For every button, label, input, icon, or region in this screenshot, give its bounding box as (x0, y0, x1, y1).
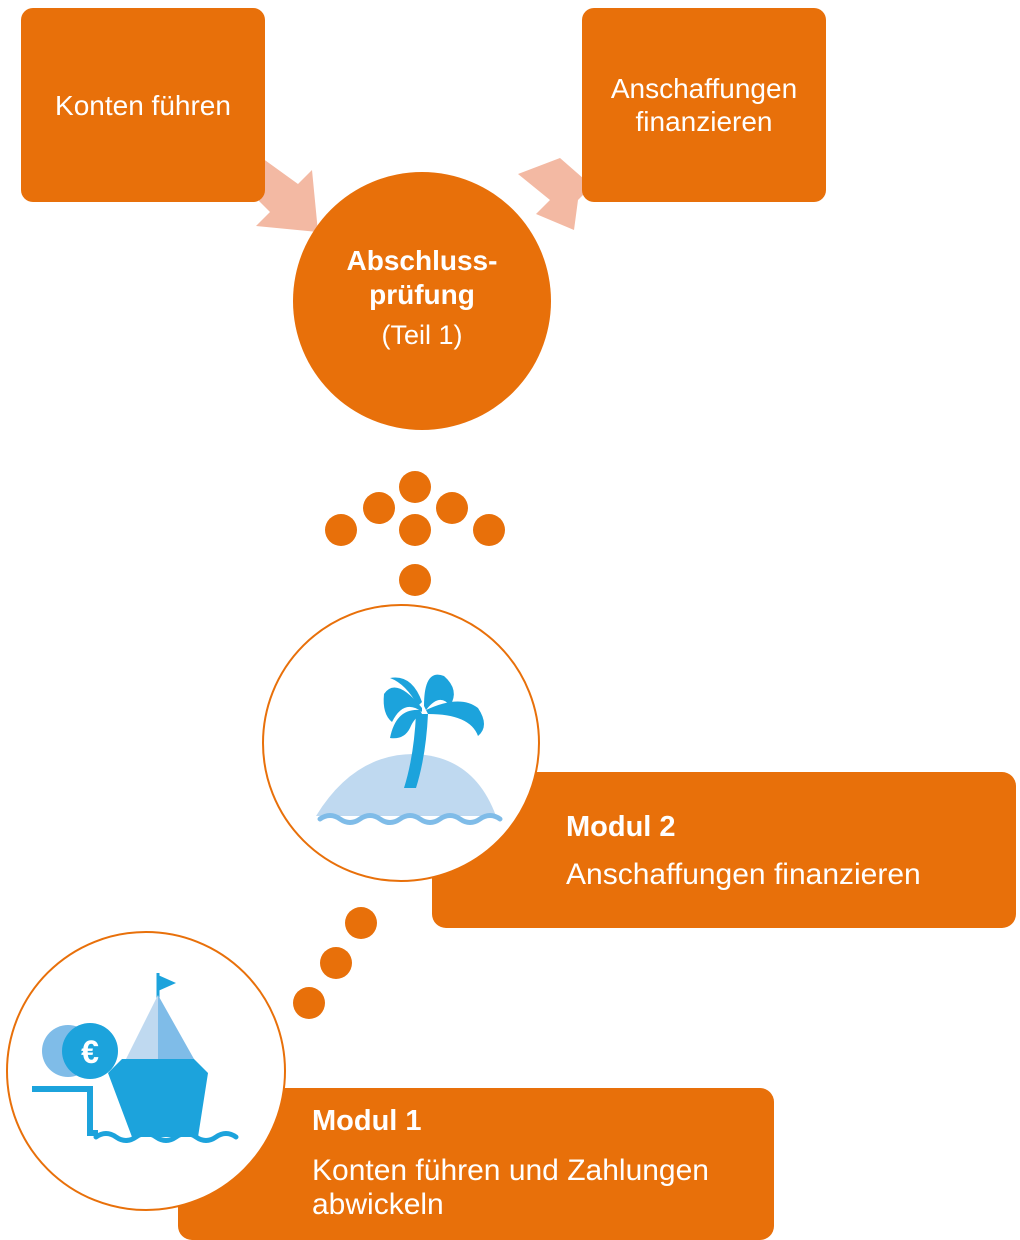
modul-1-icon-circle: € (6, 931, 286, 1211)
modul-1-title: Modul 1 (312, 1105, 422, 1137)
konten-fuehren-label: Konten führen (55, 89, 231, 121)
dot-arrow-tip (399, 471, 431, 503)
abschlusspruefung-circle: Abschluss-prüfung (Teil 1) (293, 172, 551, 430)
dot-arrow-right-1 (436, 492, 468, 524)
dot-connector-1 (345, 907, 377, 939)
palm-island-icon (316, 674, 503, 825)
abschlusspruefung-subtitle: (Teil 1) (381, 320, 463, 350)
dot-arrow-left-1 (363, 492, 395, 524)
modul-1-box: Modul 1 Konten führen und Zahlungen abwi… (178, 1088, 774, 1240)
modul-1-description: Konten führen und Zahlungen abwickeln (312, 1154, 709, 1221)
dot-arrow-stem-2 (399, 564, 431, 596)
anschaffungen-finanzieren-label: Anschaffungen finanzieren (610, 73, 798, 137)
modul-2-title: Modul 2 (566, 811, 676, 843)
arrow-from-right (518, 158, 592, 230)
euro-coin-icon (62, 1023, 118, 1079)
anschaffungen-finanzieren-box: Anschaffungen finanzieren (582, 8, 826, 202)
svg-text:€: € (81, 1034, 99, 1070)
dot-connector-2 (320, 947, 352, 979)
modul-2-box: Modul 2 Anschaffungen finanzieren (432, 772, 1016, 928)
dot-arrow-stem-1 (399, 514, 431, 546)
dot-connector-3 (293, 987, 325, 1019)
dot-arrow-right-2 (473, 514, 505, 546)
konten-fuehren-box: Konten führen (21, 8, 265, 202)
modul-2-icon-circle (262, 604, 540, 882)
ship-euro-icon: € (32, 973, 239, 1143)
abschlusspruefung-title: Abschluss-prüfung (346, 245, 498, 310)
dot-arrow-left-2 (325, 514, 357, 546)
modul-2-description: Anschaffungen finanzieren (566, 858, 921, 891)
